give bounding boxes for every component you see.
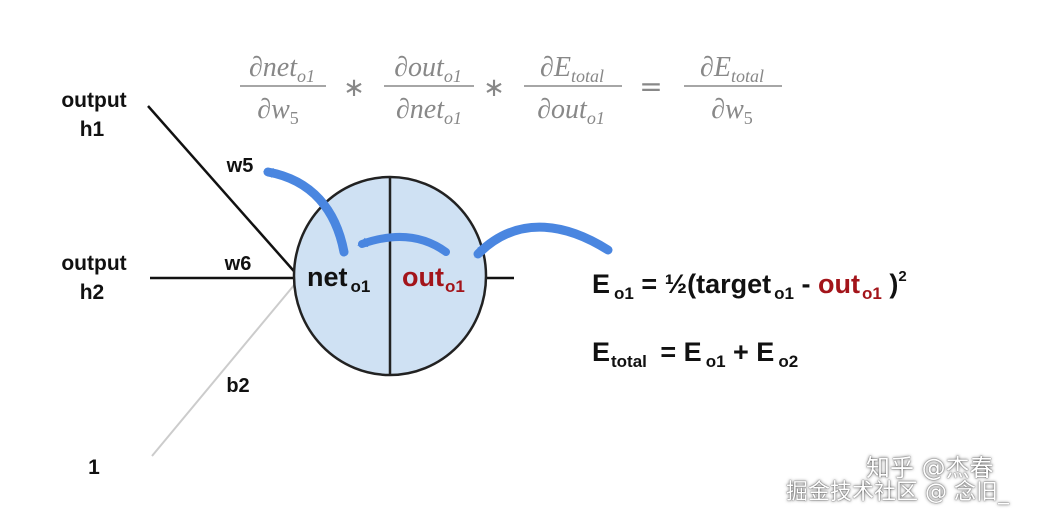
f3-denominator-sub: o1 bbox=[587, 108, 605, 128]
neuron-out-label: outo1 bbox=[402, 262, 465, 296]
eq1-E-sub: o1 bbox=[614, 284, 634, 303]
f1-numerator-sub: o1 bbox=[297, 66, 315, 86]
connection-h1-w5 bbox=[147, 105, 301, 279]
out-text: out bbox=[402, 262, 444, 292]
eq1-E: E bbox=[592, 269, 610, 299]
multiply-operator-1: ∗ bbox=[343, 73, 365, 103]
svg-text:∂outo1: ∂outo1 bbox=[537, 94, 605, 128]
svg-text:∂Etotal: ∂Etotal bbox=[540, 52, 604, 86]
chain-rule-formula: ∂neto1 ∂w5 ∗ ∂outo1 ∂neto1 ∗ ∂Etotal bbox=[240, 52, 782, 128]
input-h1-label: output h1 bbox=[61, 89, 126, 141]
backprop-arrows bbox=[263, 167, 613, 259]
f4-denominator-sub: 5 bbox=[744, 108, 753, 128]
eq1-close: ) bbox=[882, 269, 899, 299]
f4-numerator: ∂E bbox=[700, 52, 731, 83]
fraction-dEtotal-dout: ∂Etotal ∂outo1 bbox=[524, 52, 622, 128]
svg-text:∂outo1: ∂outo1 bbox=[394, 52, 462, 86]
weight-w6-label: w6 bbox=[224, 253, 252, 275]
arrow-out-to-net bbox=[357, 233, 450, 256]
svg-text:∂neto1: ∂neto1 bbox=[396, 94, 462, 128]
bias-input-label: 1 bbox=[88, 456, 100, 479]
multiply-operator-2: ∗ bbox=[483, 73, 505, 103]
eq2-mid: = E bbox=[653, 337, 702, 367]
eq1-out-sub: o1 bbox=[862, 284, 882, 303]
eq2-E-sub: total bbox=[611, 352, 647, 371]
eq1-out: out bbox=[818, 269, 860, 299]
f2-numerator-sub: o1 bbox=[444, 66, 462, 86]
eq2-plus-sub: o2 bbox=[778, 352, 798, 371]
f4-numerator-sub: total bbox=[731, 66, 764, 86]
arrow-net-to-w5 bbox=[263, 167, 349, 257]
f4-denominator: ∂w bbox=[711, 94, 744, 125]
eq2-E: E bbox=[592, 337, 610, 367]
svg-text:∂w5: ∂w5 bbox=[257, 94, 299, 128]
eq1-minus: - bbox=[794, 269, 818, 299]
connection-bias-b2 bbox=[151, 277, 301, 457]
bias-b2-label: b2 bbox=[226, 375, 249, 397]
f3-numerator: ∂E bbox=[540, 52, 571, 83]
input-h2-line1: output bbox=[61, 252, 126, 275]
eq2-mid-sub: o1 bbox=[706, 352, 726, 371]
svg-text:∂neto1: ∂neto1 bbox=[249, 52, 315, 86]
svg-text:∂w5: ∂w5 bbox=[711, 94, 753, 128]
f2-numerator: ∂out bbox=[394, 52, 445, 83]
weight-w5-label: w5 bbox=[226, 155, 254, 177]
fraction-dout-dnet: ∂outo1 ∂neto1 bbox=[384, 52, 474, 128]
fraction-dnet-dw5: ∂neto1 ∂w5 bbox=[240, 52, 326, 128]
equals-sign: = bbox=[639, 70, 662, 103]
fraction-dEtotal-dw5: ∂Etotal ∂w5 bbox=[684, 52, 782, 128]
eq1-mid: = ½(target bbox=[634, 269, 771, 299]
svg-text:∂Etotal: ∂Etotal bbox=[700, 52, 764, 86]
out-subscript: o1 bbox=[445, 277, 465, 296]
net-text: net bbox=[307, 262, 348, 292]
f1-numerator: ∂net bbox=[249, 52, 298, 83]
f1-denominator: ∂w bbox=[257, 94, 290, 125]
f2-denominator-sub: o1 bbox=[444, 108, 462, 128]
f3-numerator-sub: total bbox=[571, 66, 604, 86]
eq2-plus: + E bbox=[726, 337, 775, 367]
input-h1-line2: h1 bbox=[80, 118, 105, 141]
f1-denominator-sub: 5 bbox=[290, 108, 299, 128]
input-h1-line1: output bbox=[61, 89, 126, 112]
f2-denominator: ∂net bbox=[396, 94, 445, 125]
arrow-error-to-out bbox=[473, 222, 613, 259]
watermark-juejin: 掘金技术社区 @ 念旧_ bbox=[786, 480, 1009, 505]
net-subscript: o1 bbox=[351, 277, 371, 296]
eq1-squared: 2 bbox=[898, 268, 906, 285]
input-h2-label: output h2 bbox=[61, 252, 126, 304]
f3-denominator: ∂out bbox=[537, 94, 588, 125]
input-h2-line2: h2 bbox=[80, 281, 105, 304]
watermark-zhihu: 知乎 @杰春 bbox=[866, 454, 994, 482]
eq1-target-sub: o1 bbox=[774, 284, 794, 303]
